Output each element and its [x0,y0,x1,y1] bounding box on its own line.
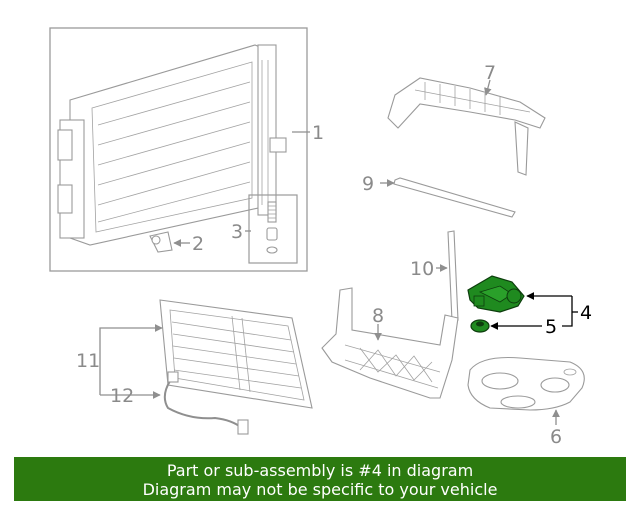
leader-7 [484,79,492,96]
callout-9: 9 [362,173,374,195]
callout-7: 7 [484,62,496,84]
callout-3: 3 [231,221,243,243]
callout-8: 8 [372,305,384,327]
callout-1: 1 [312,122,324,144]
banner-line-1: Part or sub-assembly is #4 in diagram [166,461,474,480]
baffle-plate-part-6[interactable] [467,356,585,411]
actuator-part-4[interactable] [467,275,525,313]
callout-5: 5 [545,316,557,338]
leader-11 [99,324,163,395]
callout-2: 2 [192,233,204,255]
clip-part-2[interactable] [149,231,173,253]
grille-shutter-part-11[interactable] [159,299,313,409]
fastener-kit-part-3[interactable] [266,201,278,254]
radiator-inset-box [49,27,308,272]
info-banner: Part or sub-assembly is #4 in diagram Di… [14,457,626,501]
vertical-seal-part-10[interactable] [447,230,459,322]
shutter-frame-part-8[interactable] [321,287,459,399]
seal-strip-part-9[interactable] [393,177,516,218]
radiator-part[interactable] [57,44,287,246]
parts-diagram: 1 2 3 7 9 10 [49,27,592,448]
callout-4: 4 [580,302,592,324]
bracket-4 [562,296,573,327]
grommet-part-5[interactable] [470,319,490,333]
wire-harness-part-12[interactable] [163,371,249,435]
callout-10: 10 [410,258,434,280]
callout-11: 11 [76,350,100,372]
upper-deflector-part-7[interactable] [387,77,546,176]
callout-12: 12 [110,385,134,407]
banner-line-2: Diagram may not be specific to your vehi… [142,480,498,499]
callout-6: 6 [550,426,562,448]
kit-box-3 [248,194,298,264]
